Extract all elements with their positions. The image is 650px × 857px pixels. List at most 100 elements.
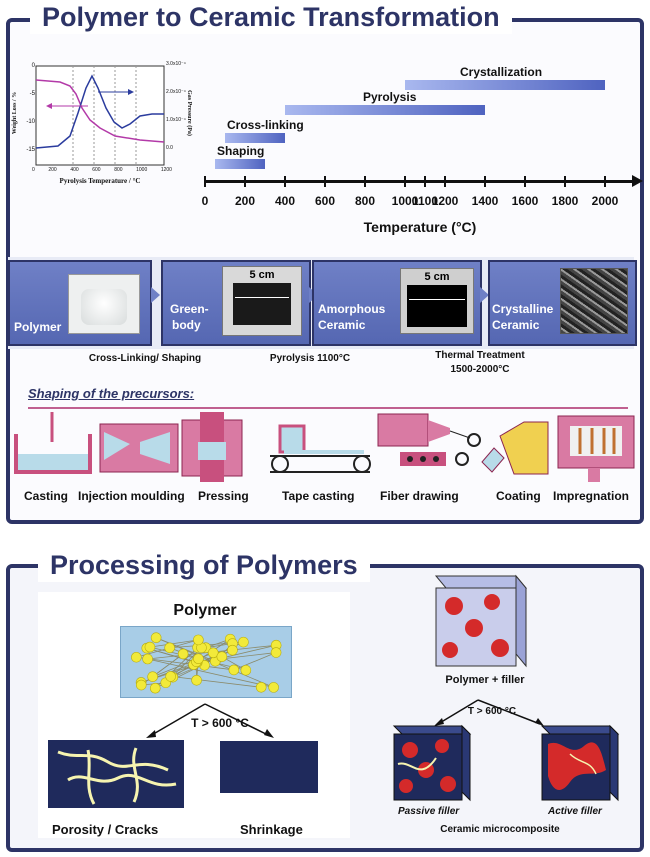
polymer-particle	[229, 665, 239, 675]
porosity-block	[48, 740, 184, 808]
polymer-particles	[121, 627, 291, 697]
process-tape-casting: Tape casting	[282, 489, 354, 503]
bottom-panel-title: Processing of Polymers	[38, 548, 370, 582]
timeline-tick-mark	[524, 176, 526, 187]
casting-icon	[16, 412, 90, 472]
timeline-tick-label: 800	[345, 194, 385, 208]
stage-green-body-label-2: body	[172, 318, 201, 332]
stage-amorphous-label-2: Ceramic	[318, 318, 365, 332]
polymer-particle	[238, 637, 248, 647]
shrinkage-label: Shrinkage	[240, 822, 303, 837]
polymer-particle	[227, 645, 237, 655]
shaping-heading-rule	[28, 407, 628, 409]
timeline-tick-label: 1200	[425, 194, 465, 208]
shrinkage-block	[220, 741, 318, 793]
passive-filler-cube	[392, 724, 472, 802]
green-body-scale: 5 cm	[223, 269, 301, 281]
filler-cube	[430, 574, 530, 670]
timeline-tick-label: 0	[185, 194, 225, 208]
pressing-icon	[182, 412, 242, 482]
timeline-range-bar	[225, 133, 285, 143]
injection-moulding-icon	[100, 424, 178, 472]
crystalline-sem-photo	[560, 268, 628, 334]
timeline-tick-mark	[424, 176, 426, 187]
polymer-particle	[131, 652, 141, 662]
timeline-tick-label: 2000	[585, 194, 625, 208]
fiber-drawing-icon	[378, 414, 480, 466]
polymer-particle	[193, 654, 203, 664]
timeline-axis-line	[205, 180, 633, 183]
coating-icon	[482, 422, 548, 474]
timeline-range-label: Cross-linking	[227, 118, 304, 132]
stage-crystalline-label-1: Crystalline	[492, 302, 553, 316]
polymer-particle	[143, 654, 153, 664]
polymer-particle	[151, 633, 161, 643]
timeline-tick-label: 1800	[545, 194, 585, 208]
timeline-axis-label: Temperature (°C)	[340, 219, 500, 235]
polymer-particle	[217, 652, 227, 662]
process-pressing: Pressing	[198, 489, 249, 503]
timeline-axis-arrow	[632, 175, 643, 187]
timeline-tick-mark	[284, 176, 286, 187]
process-fiber-drawing: Fiber drawing	[380, 489, 459, 503]
caption-thermal-1: Thermal Treatment	[420, 349, 540, 362]
timeline-tick-mark	[444, 176, 446, 187]
shaping-heading: Shaping of the precursors:	[28, 386, 194, 401]
polymer-heading: Polymer	[150, 602, 260, 620]
stage-arrow-1	[151, 287, 160, 303]
polymer-particle	[192, 675, 202, 685]
timeline-tick-label: 1600	[505, 194, 545, 208]
ceramic-microcomposite-label: Ceramic microcomposite	[420, 824, 580, 835]
polymer-particle	[145, 642, 155, 652]
caption-thermal-2: 1500-2000°C	[420, 363, 540, 376]
filler-temp-label: T > 600 °C	[452, 706, 532, 717]
timeline-range-label: Crystallization	[460, 65, 542, 79]
polymer-particle	[165, 643, 175, 653]
polymer-particle	[150, 683, 160, 693]
process-icons	[0, 412, 650, 482]
process-injection-moulding: Injection moulding	[78, 489, 185, 503]
timeline-tick-mark	[604, 176, 606, 187]
process-impregnation: Impregnation	[553, 489, 629, 503]
timeline-tick-mark	[364, 176, 366, 187]
passive-filler-label: Passive filler	[398, 806, 459, 817]
active-filler-cube	[540, 724, 620, 802]
polymer-particle	[241, 665, 251, 675]
timeline-tick-mark	[564, 176, 566, 187]
stage-green-body-label-1: Green-	[170, 302, 209, 316]
polymer-particle	[136, 680, 146, 690]
timeline-range-bar	[405, 80, 605, 90]
timeline-tick-mark	[204, 176, 206, 187]
timeline-range-label: Pyrolysis	[363, 90, 416, 104]
timeline-tick-label: 200	[225, 194, 265, 208]
timeline-tick-mark	[244, 176, 246, 187]
impregnation-icon	[558, 416, 634, 482]
polymer-network	[120, 626, 292, 698]
polymer-particle	[178, 649, 188, 659]
timeline-range-bar	[285, 105, 485, 115]
polymer-particle	[193, 635, 203, 645]
process-casting: Casting	[24, 489, 68, 503]
timeline-range-bar	[215, 159, 265, 169]
timeline-tick-mark	[484, 176, 486, 187]
timeline-tick-label: 400	[265, 194, 305, 208]
timeline-tick-mark	[324, 176, 326, 187]
stage-amorphous-label-1: Amorphous	[318, 302, 385, 316]
caption-pyrolysis: Pyrolysis 1100°C	[255, 352, 365, 365]
stage-crystalline-label-2: Ceramic	[492, 318, 539, 332]
polymer-particle	[271, 648, 281, 658]
timeline-tick-label: 1400	[465, 194, 505, 208]
filler-heading: Polymer + filler	[420, 674, 550, 686]
tape-casting-icon	[270, 426, 370, 472]
porosity-label: Porosity / Cracks	[52, 822, 158, 837]
timeline-tick-label: 600	[305, 194, 345, 208]
process-icons-svg	[0, 412, 650, 482]
polymer-temp-label: T > 600 °C	[180, 716, 260, 730]
polymer-photo	[68, 274, 140, 334]
timeline-range-label: Shaping	[217, 144, 264, 158]
amorphous-scale: 5 cm	[401, 271, 473, 283]
polymer-particle	[166, 671, 176, 681]
timeline-tick-mark	[404, 176, 406, 187]
polymer-particle	[256, 682, 266, 692]
